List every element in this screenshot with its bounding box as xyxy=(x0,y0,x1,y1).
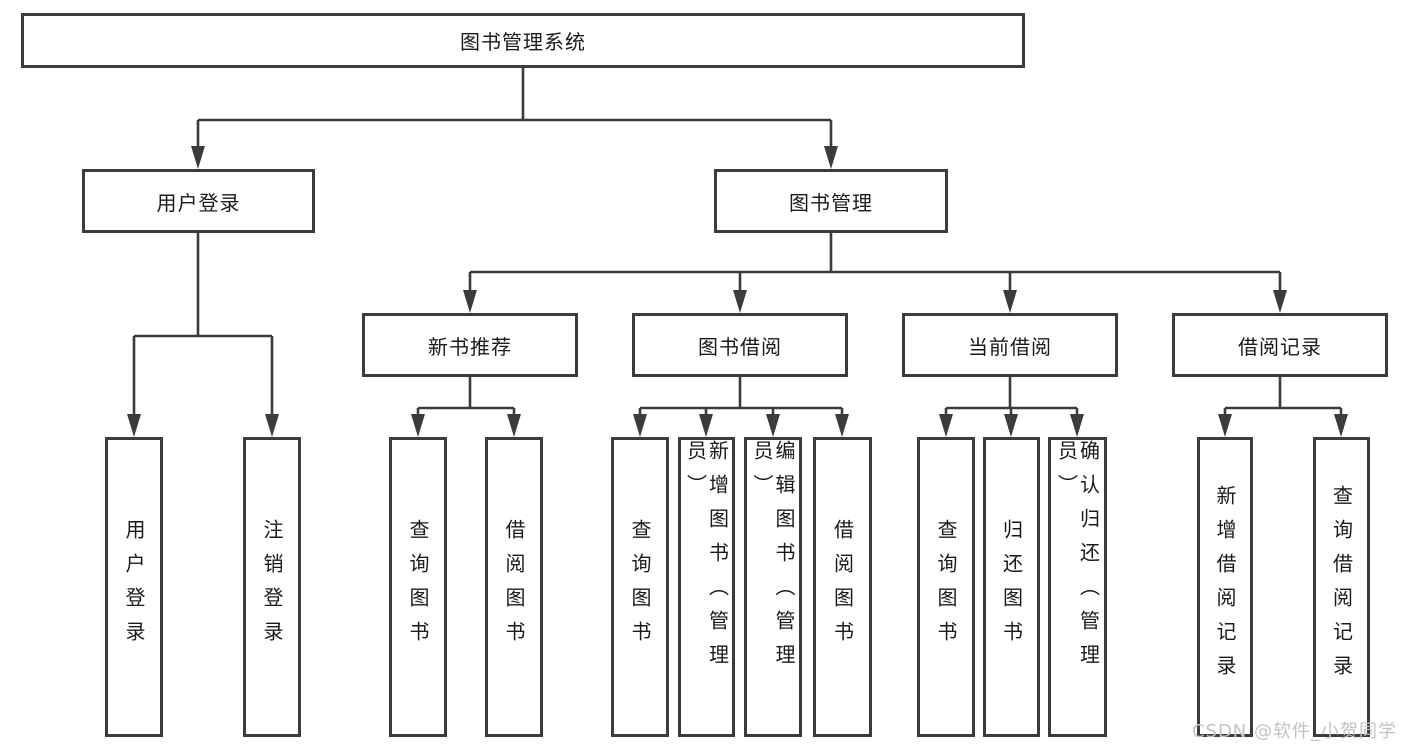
node-new-book-recommend: 新书推荐 xyxy=(362,313,578,377)
leaf-edit-books-admin: 编辑图书（管理员） xyxy=(744,437,802,737)
leaf-borrow-books-borrowing-label: 借阅图书 xyxy=(830,519,855,655)
leaf-query-books-current-label: 查询图书 xyxy=(934,519,958,655)
leaf-user-login: 用户登录 xyxy=(105,437,163,737)
leaf-borrow-books-borrowing: 借阅图书 xyxy=(813,437,872,737)
leaf-query-books-borrowing-label: 查询图书 xyxy=(628,519,652,655)
node-book-management: 图书管理 xyxy=(714,169,948,233)
edge-borrowing-records-to-leaves xyxy=(1218,377,1348,437)
leaf-borrow-books-recommend-label: 借阅图书 xyxy=(502,519,526,655)
leaf-add-borrow-record: 新增借阅记录 xyxy=(1197,437,1253,737)
leaf-return-books: 归还图书 xyxy=(983,437,1040,737)
leaf-confirm-return-admin: 确认归还（管理员） xyxy=(1048,437,1107,737)
node-book-management-label: 图书管理 xyxy=(789,190,873,215)
node-borrowing-records: 借阅记录 xyxy=(1172,313,1388,377)
node-current-borrowing-label: 当前借阅 xyxy=(968,334,1052,359)
leaf-logout: 注销登录 xyxy=(243,437,301,737)
leaf-borrow-books-recommend: 借阅图书 xyxy=(485,437,543,737)
csdn-watermark: CSDN @软件_小贺同学 xyxy=(1191,721,1397,742)
leaf-query-books-recommend: 查询图书 xyxy=(389,437,447,737)
edge-root-to-level2 xyxy=(191,68,838,169)
leaf-return-books-label: 归还图书 xyxy=(999,519,1024,655)
node-root-label: 图书管理系统 xyxy=(460,30,586,54)
node-borrowing-records-label: 借阅记录 xyxy=(1238,334,1322,359)
leaf-confirm-return-admin-label: 确认归还（管理员） xyxy=(1054,440,1101,678)
edge-current-borrowing-to-leaves xyxy=(939,377,1084,437)
leaf-query-books-borrowing: 查询图书 xyxy=(611,437,669,737)
leaf-logout-label: 注销登录 xyxy=(260,519,284,655)
leaf-add-books-admin: 新增图书（管理员） xyxy=(678,437,735,737)
node-book-borrowing-label: 图书借阅 xyxy=(698,334,782,359)
leaf-query-books-recommend-label: 查询图书 xyxy=(406,519,430,655)
edge-user-login-to-leaves xyxy=(127,233,279,437)
leaf-user-login-label: 用户登录 xyxy=(122,519,146,655)
leaf-query-books-current: 查询图书 xyxy=(917,437,975,737)
leaf-add-books-admin-label: 新增图书（管理员） xyxy=(683,440,730,678)
edge-new-book-recommend-to-leaves xyxy=(411,377,521,437)
node-user-login-label: 用户登录 xyxy=(156,190,241,215)
node-book-borrowing: 图书借阅 xyxy=(632,313,848,377)
node-user-login: 用户登录 xyxy=(82,169,315,233)
leaf-query-borrow-record: 查询借阅记录 xyxy=(1313,437,1370,737)
edge-book-management-to-level3 xyxy=(463,233,1287,313)
node-new-book-recommend-label: 新书推荐 xyxy=(428,334,512,359)
node-current-borrowing: 当前借阅 xyxy=(902,313,1118,377)
node-root: 图书管理系统 xyxy=(21,13,1025,68)
leaf-edit-books-admin-label: 编辑图书（管理员） xyxy=(750,440,796,678)
edge-book-borrowing-to-leaves xyxy=(633,377,849,437)
leaf-query-borrow-record-label: 查询借阅记录 xyxy=(1329,485,1354,689)
leaf-add-borrow-record-label: 新增借阅记录 xyxy=(1213,485,1237,689)
